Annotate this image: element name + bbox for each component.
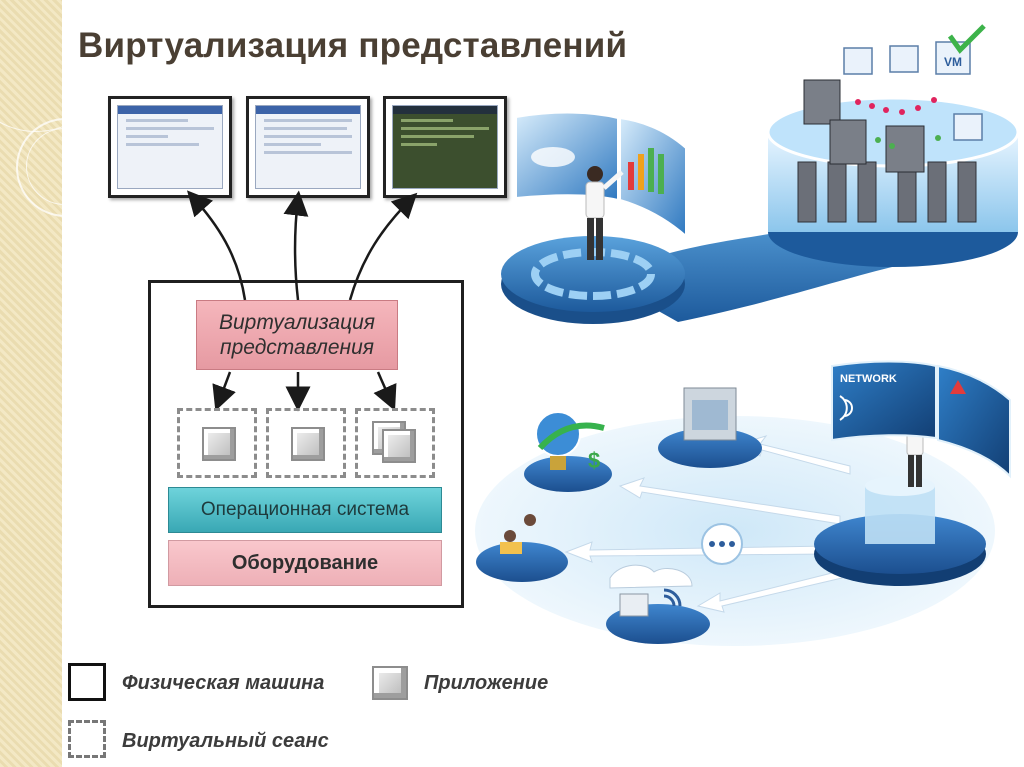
arrow-to-monitor-1 (186, 190, 247, 301)
network-panel-left (831, 360, 937, 442)
virtualization-label-line1: Виртуализация (219, 311, 375, 334)
datacenter-illustration: VM (501, 24, 1020, 324)
person-arm (602, 170, 624, 190)
monitor-screen (392, 105, 498, 189)
cloud-icon (609, 564, 693, 589)
network-panel-right (937, 364, 1011, 479)
monitor-screen (255, 105, 361, 189)
legend-virtual-session-swatch (68, 720, 106, 758)
decorative-side-band (0, 0, 62, 767)
cluster-icon (531, 147, 575, 167)
virtual-session-2 (266, 408, 346, 478)
arrow-to-session-3 (373, 371, 397, 411)
application-icon (291, 427, 325, 461)
warning-icon (950, 380, 966, 394)
monitor-screen (117, 105, 223, 189)
person-leg (908, 455, 914, 487)
legend-physical-machine-label: Физическая машина (122, 672, 325, 694)
server-rack-icon (797, 161, 817, 223)
person-leg (916, 455, 922, 487)
server-icon (829, 119, 867, 165)
application-icon (382, 429, 416, 463)
vm-cube-icon (953, 113, 983, 141)
person-shirt (585, 181, 605, 219)
bar-icon (638, 154, 644, 190)
globe-arrow-icon (537, 422, 605, 451)
server-icon (885, 125, 925, 173)
user-icon (524, 514, 536, 526)
switch-icon (619, 593, 649, 617)
operator-platform (501, 236, 685, 312)
flow-arrow (564, 541, 831, 563)
security-service-disc (524, 456, 612, 492)
vm-cube-icon (843, 47, 873, 75)
users-service-disc (476, 542, 568, 582)
person-leg (596, 218, 603, 260)
flow-arrow (618, 477, 841, 525)
user-icon (504, 530, 516, 542)
virtualization-layer: Виртуализация представления (196, 300, 398, 370)
wifi-icon (663, 588, 682, 607)
flow-arrow (696, 570, 843, 613)
decorative-ring (0, 0, 62, 132)
compute-cube-inner (692, 400, 728, 430)
signal-icon (839, 395, 853, 421)
bar-icon (648, 148, 654, 192)
lock-icon (550, 456, 566, 470)
client-monitor-2 (246, 96, 370, 198)
legend-virtual-session-label: Виртуальный сеанс (122, 730, 329, 752)
server-rack-icon (827, 161, 847, 223)
server-rack-icon (927, 161, 947, 223)
arrow-to-monitor-3 (348, 192, 418, 301)
network-panel-label: NETWORK (840, 373, 897, 385)
page-title: Виртуализация представлений (78, 26, 628, 65)
legend-physical-machine-swatch (68, 663, 106, 701)
client-monitor-1 (108, 96, 232, 198)
server-icon (803, 79, 841, 125)
hardware-layer: Оборудование (168, 540, 442, 586)
application-icon (202, 427, 236, 461)
vm-cube-icon (889, 45, 919, 73)
dollar-icon: $ (588, 448, 600, 473)
arrow-to-session-1 (212, 371, 236, 412)
server-rack-icon (957, 161, 977, 223)
bar-icon (658, 154, 664, 194)
arrow-to-monitor-2 (283, 190, 309, 301)
virtual-session-3 (355, 408, 435, 478)
operating-system-layer: Операционная система (168, 487, 442, 533)
virtual-session-1 (177, 408, 257, 478)
vm-badge-label: VM (944, 55, 962, 69)
legend-application-swatch (372, 666, 408, 700)
network-illustration: $ NETWORK (475, 360, 1011, 646)
client-monitor-3 (383, 96, 507, 198)
desk-icon (500, 542, 522, 554)
legend-application-label: Приложение (424, 672, 549, 694)
virtualization-label-line2: представления (220, 336, 374, 359)
server-rack-icon (857, 161, 877, 223)
arrows-layer (186, 190, 418, 412)
bar-icon (628, 162, 634, 190)
hub-top (865, 476, 935, 496)
person-leg (587, 218, 594, 260)
person-icon (587, 166, 603, 182)
checkmark-icon (947, 24, 986, 54)
